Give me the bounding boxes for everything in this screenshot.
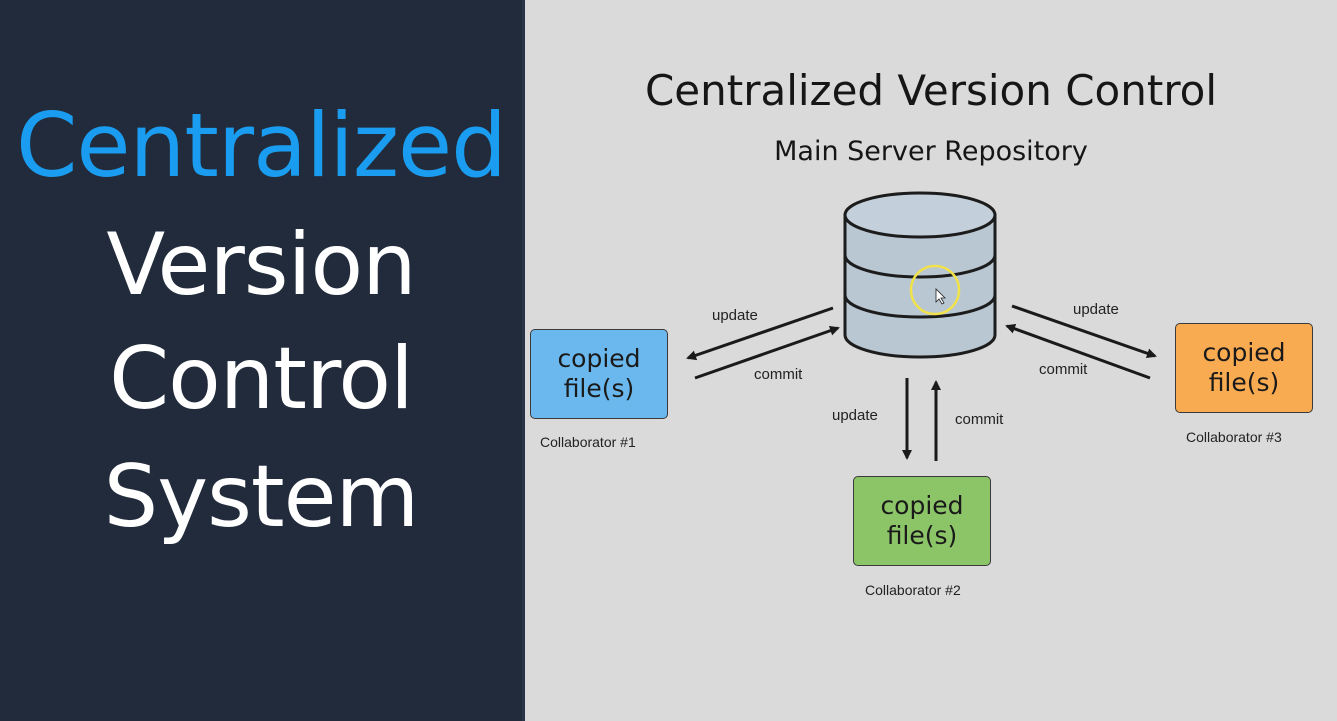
commit-label-right: commit (1039, 361, 1088, 378)
server-label: Main Server Repository (774, 136, 1088, 167)
commit-arrow-right (1005, 324, 1151, 380)
box-line-files: file(s) (563, 374, 635, 403)
update-label-bottom: update (832, 407, 878, 424)
box-line-files: file(s) (886, 521, 958, 550)
diagram-panel: Centralized Version Control Main Server … (525, 0, 1337, 721)
title-word-version: Version (106, 215, 416, 315)
title-word-centralized: Centralized (15, 94, 507, 197)
commit-label-left: commit (754, 366, 803, 383)
collaborator-2-label: Collaborator #2 (865, 582, 961, 598)
collaborator-1-files-box: copied file(s) (530, 329, 668, 419)
commit-label-bottom: commit (955, 411, 1004, 428)
update-label-left: update (712, 307, 758, 324)
update-label-right: update (1073, 301, 1119, 318)
panel-divider (522, 0, 525, 721)
update-arrow-left (686, 306, 834, 361)
left-title-panel: Centralized Version Control System (0, 0, 522, 721)
title-word-system: System (103, 447, 420, 547)
diagram-title: Centralized Version Control (644, 66, 1218, 115)
diagram-graphics (686, 191, 1157, 461)
title-word-control: Control (109, 329, 414, 429)
box-line-copied: copied (557, 344, 641, 373)
server-database-icon (843, 191, 997, 359)
box-line-copied: copied (1202, 338, 1286, 367)
box-line-copied: copied (880, 491, 964, 520)
collaborator-1-label: Collaborator #1 (540, 434, 636, 450)
collaborator-3-label: Collaborator #3 (1186, 429, 1282, 445)
update-arrow-right (1011, 304, 1157, 359)
collaborator-2-files-box: copied file(s) (853, 476, 991, 566)
commit-arrow-left (694, 325, 840, 380)
collaborator-3-files-box: copied file(s) (1175, 323, 1313, 413)
cursor-highlight-icon (909, 264, 961, 316)
box-line-files: file(s) (1208, 368, 1280, 397)
